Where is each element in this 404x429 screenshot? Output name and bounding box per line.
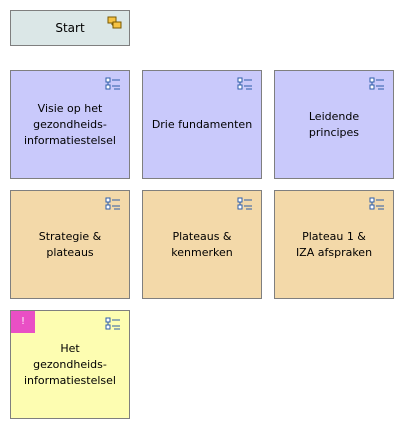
start-label: Start	[55, 21, 85, 35]
view-reference-icon	[105, 197, 120, 210]
view-reference-icon	[105, 317, 120, 330]
node-label: Leidende principes	[308, 109, 360, 139]
view-node-gezondheidsinformatiestelsel[interactable]: ! Het gezondheids- informatiestelsel	[10, 310, 130, 419]
view-node-strategie-plateaus[interactable]: Strategie & plateaus	[10, 190, 130, 299]
node-label: Plateaus & kenmerken	[171, 229, 233, 259]
view-reference-icon	[369, 197, 384, 210]
alert-badge: !	[11, 311, 35, 333]
folder-group-icon	[107, 16, 122, 29]
view-reference-icon	[369, 77, 384, 90]
node-label: Drie fundamenten	[151, 117, 253, 131]
node-label: Strategie & plateaus	[38, 229, 102, 259]
node-label: Het gezondheids- informatiestelsel	[24, 341, 116, 387]
start-node[interactable]: Start	[10, 10, 130, 46]
node-label: Visie op het gezondheids- informatiestel…	[24, 101, 116, 147]
view-node-plateau-1-iza[interactable]: Plateau 1 & IZA afspraken	[274, 190, 394, 299]
view-reference-icon	[237, 197, 252, 210]
view-node-leidende-principes[interactable]: Leidende principes	[274, 70, 394, 179]
view-node-drie-fundamenten[interactable]: Drie fundamenten	[142, 70, 262, 179]
view-reference-icon	[237, 77, 252, 90]
view-node-plateaus-kenmerken[interactable]: Plateaus & kenmerken	[142, 190, 262, 299]
node-label: Plateau 1 & IZA afspraken	[295, 229, 373, 259]
view-reference-icon	[105, 77, 120, 90]
view-node-visie[interactable]: Visie op het gezondheids- informatiestel…	[10, 70, 130, 179]
